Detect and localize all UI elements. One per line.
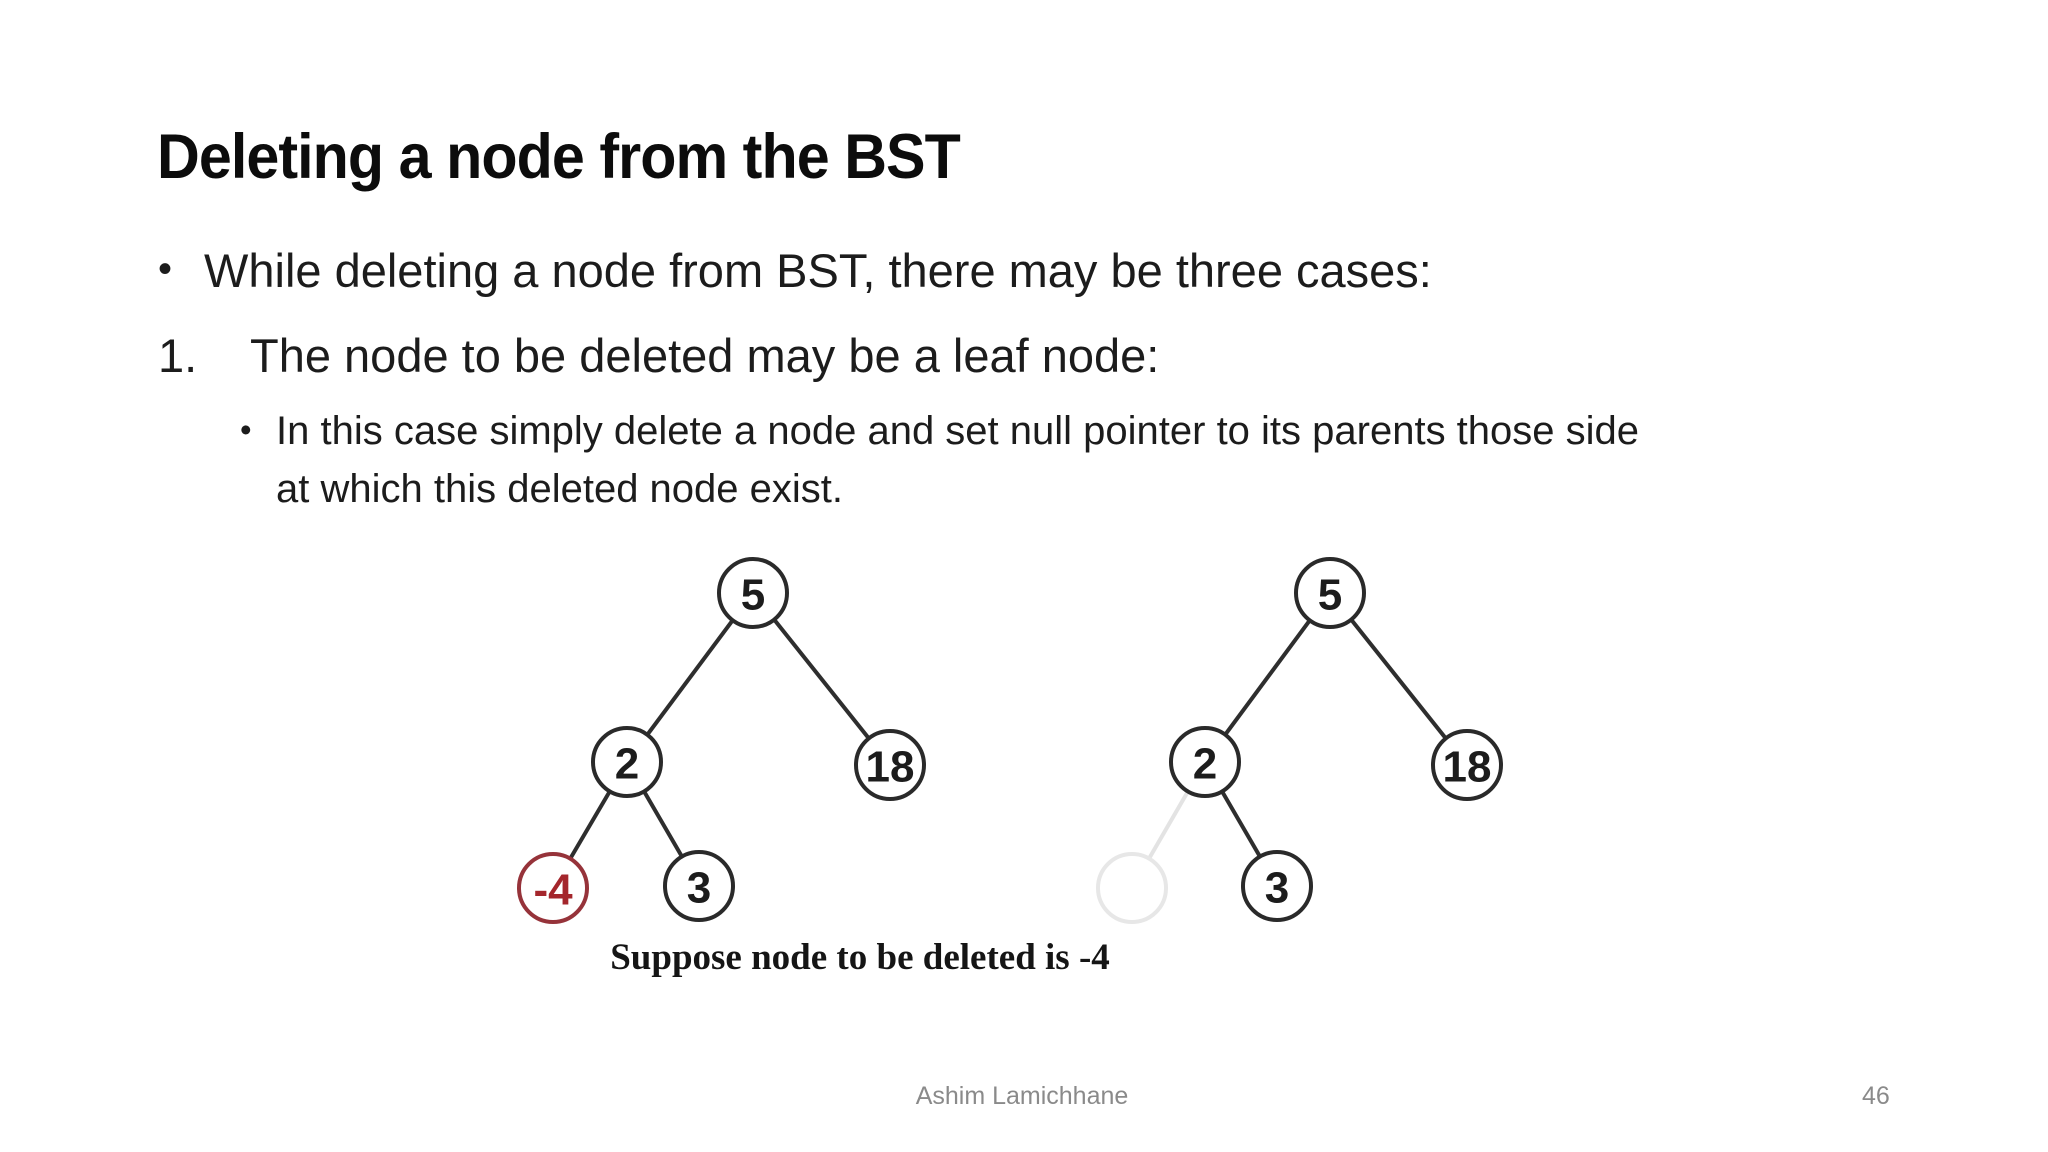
tree-node-label-2: 2 [1193,740,1217,789]
tree-node--4 [517,852,589,924]
case1-detail-line2: at which this deleted node exist. [276,467,844,511]
page-number: 46 [1862,1082,1890,1110]
sub-bullet-case1-detail: • In this case simply delete a node and … [240,402,1900,518]
tree-node-label-3: 3 [1265,864,1289,913]
tree-edge-l5-l18 [751,591,892,767]
numbered-item-case1: 1. The node to be deleted may be a leaf … [158,328,1159,383]
sub-bullet-icon: • [240,411,252,448]
tree-node-5 [717,557,789,629]
bullet-icon: • [158,247,173,291]
tree-node-5 [1294,557,1366,629]
figure-caption: Suppose node to be deleted is -4 [610,937,1110,978]
case1-detail-text: In this case simply delete a node and se… [276,402,1900,518]
tree-node-label-3: 3 [687,864,711,913]
footer-author: Ashim Lamichhane [915,1082,1129,1110]
tree-node-2 [1169,726,1241,798]
bst-tree-before-delete: 5 2 18 -4 3 [517,557,926,924]
tree-node-label-5: 5 [1318,571,1342,620]
case1-detail-line1: In this case simply delete a node and se… [276,409,1640,453]
tree-node-3 [1241,850,1313,922]
bst-tree-after-delete: 5 2 18 3 [1096,557,1503,924]
tree-node-label-18: 18 [1443,743,1492,792]
page-title: Deleting a node from the BST [157,122,961,193]
tree-node-18 [854,729,926,801]
tree-node-2 [591,726,663,798]
tree-edge-r5-r18 [1328,591,1469,767]
case1-text: The node to be deleted may be a leaf nod… [250,329,1160,382]
tree-node-label-5: 5 [741,571,765,620]
tree-node-label-18: 18 [866,743,915,792]
bullet-intro-text: While deleting a node from BST, there ma… [204,244,1432,297]
list-number: 1. [158,329,198,382]
tree-node-18 [1431,729,1503,801]
bullet-intro: • While deleting a node from BST, there … [158,243,1432,298]
tree-node-3 [663,850,735,922]
tree-node-label--4: -4 [533,866,573,915]
tree-node-deleted-placeholder [1096,852,1168,924]
tree-node-label-2: 2 [615,740,639,789]
